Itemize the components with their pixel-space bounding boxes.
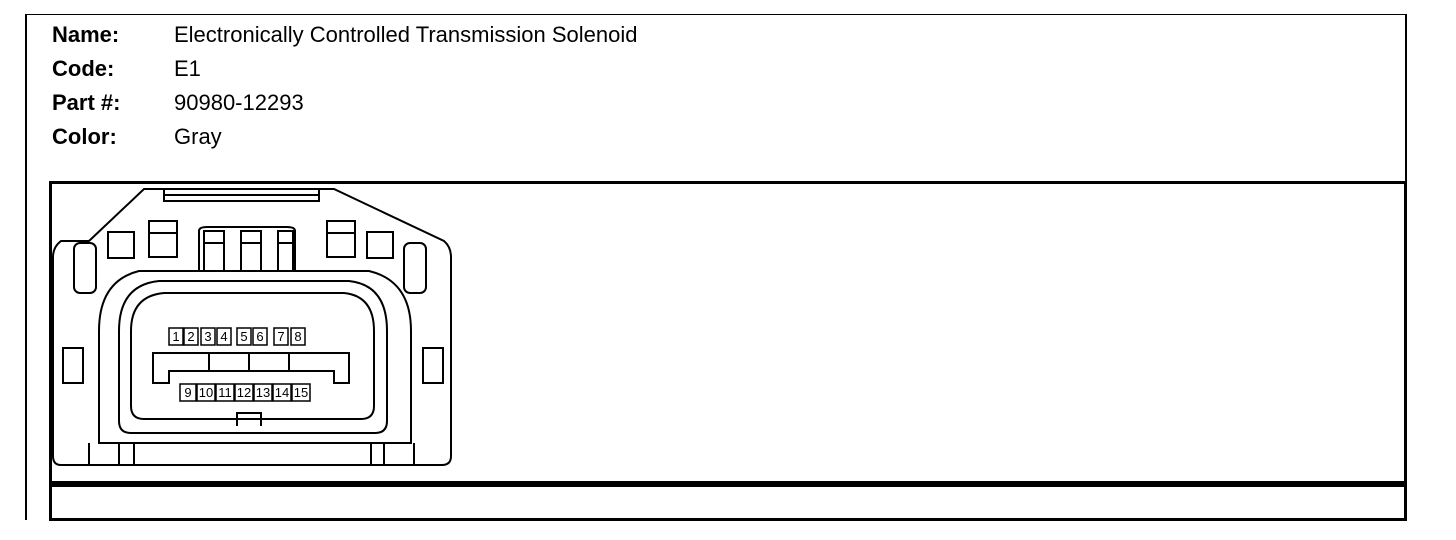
pin-label: 10 <box>199 385 213 400</box>
part-label: Part #: <box>52 90 121 115</box>
pin-3: 3 <box>200 327 216 346</box>
pin-label: 7 <box>277 329 284 344</box>
color-label: Color: <box>52 124 117 149</box>
notes-panel <box>49 484 1407 521</box>
top-tab-right-inner <box>326 220 356 258</box>
name-label: Name: <box>52 22 120 47</box>
left-latch <box>73 242 97 294</box>
pin-label: 8 <box>294 329 301 344</box>
pin-14: 14 <box>272 383 292 402</box>
bottom-key <box>236 412 262 426</box>
part-value: 90980-12293 <box>174 90 304 115</box>
top-tab-left-outer <box>107 231 135 259</box>
pin-15: 15 <box>291 383 311 402</box>
top-pin-row: 1 2 3 4 5 6 7 8 <box>168 327 306 346</box>
inner-shroud <box>118 280 388 434</box>
pin-label: 4 <box>220 329 227 344</box>
cavity-bar <box>152 352 350 384</box>
outer-shroud <box>98 270 412 444</box>
right-latch <box>403 242 427 294</box>
code-label: Code: <box>52 56 115 81</box>
right-ear <box>422 347 444 384</box>
pin-10: 10 <box>196 383 216 402</box>
pin-label: 1 <box>172 329 179 344</box>
pin-label: 13 <box>256 385 270 400</box>
pin-6: 6 <box>252 327 268 346</box>
bottom-pin-row: 9 10 11 12 13 14 15 <box>179 383 311 402</box>
pin-label: 6 <box>256 329 263 344</box>
pin-9: 9 <box>179 383 197 402</box>
connector-housing <box>52 188 452 466</box>
pin-7: 7 <box>273 327 289 346</box>
pin-label: 11 <box>218 385 232 400</box>
pin-11: 11 <box>215 383 235 402</box>
pin-4: 4 <box>216 327 232 346</box>
pin-label: 9 <box>184 385 191 400</box>
pin-label: 14 <box>275 385 289 400</box>
code-value: E1 <box>174 56 201 81</box>
name-value: Electronically Controlled Transmission S… <box>174 22 638 47</box>
pin-label: 2 <box>187 329 194 344</box>
top-tab-left-inner <box>148 220 178 258</box>
pin-5: 5 <box>236 327 252 346</box>
center-key <box>198 226 296 272</box>
inner-face <box>130 292 375 420</box>
pin-1: 1 <box>168 327 184 346</box>
pin-label: 15 <box>294 385 308 400</box>
pin-label: 3 <box>204 329 211 344</box>
pin-2: 2 <box>183 327 199 346</box>
pin-8: 8 <box>290 327 306 346</box>
pin-label: 12 <box>237 385 251 400</box>
connector-panel <box>49 181 1407 484</box>
connector-diagram: 1 2 3 4 5 6 7 8 9 10 11 12 13 14 15 <box>52 188 452 466</box>
pin-12: 12 <box>234 383 254 402</box>
bottom-flange <box>88 443 415 465</box>
color-value: Gray <box>174 124 222 149</box>
left-ear <box>62 347 84 384</box>
pin-label: 5 <box>240 329 247 344</box>
pin-13: 13 <box>253 383 273 402</box>
top-tab-right-outer <box>366 231 394 259</box>
